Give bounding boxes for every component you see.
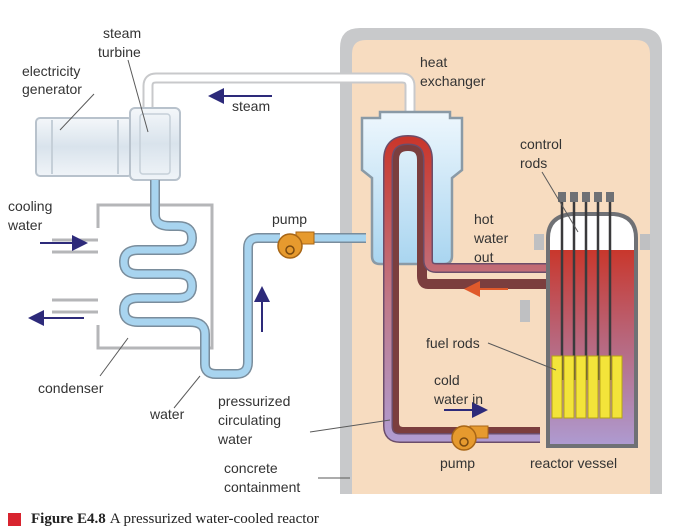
pump-bottom-label: pump: [440, 455, 475, 471]
heat-exchanger: [360, 110, 464, 266]
electricity-generator-label-2: generator: [22, 81, 82, 97]
steam-pipe: [142, 72, 416, 118]
figure-caption-text: A pressurized water-cooled reactor: [109, 510, 319, 527]
figure-label: Figure E4.8: [31, 510, 106, 527]
control-rods-label-2: rods: [520, 155, 547, 171]
cooling-water-label-2: water: [7, 217, 43, 233]
pressurized-label-2: circulating: [218, 412, 281, 428]
figure-caption: Figure E4.8 A pressurized water-cooled r…: [8, 509, 319, 529]
primary-loop: [383, 134, 548, 443]
labels: steam turbine electricity generator heat…: [7, 25, 617, 495]
electricity-generator: [35, 117, 133, 177]
reactor-vessel-label: reactor vessel: [530, 455, 617, 471]
electricity-generator-label-1: electricity: [22, 63, 80, 79]
steam-turbine-label-2: turbine: [98, 44, 141, 60]
concrete-containment-label-1: concrete: [224, 460, 278, 476]
heat-exchanger-label-2: exchanger: [420, 73, 486, 89]
pump-top-label: pump: [272, 211, 307, 227]
condenser-coil: [118, 180, 280, 379]
leader-lines: [59, 59, 579, 479]
concrete-containment-label-2: containment: [224, 479, 300, 495]
hot-water-out-label-3: out: [474, 249, 494, 265]
flow-arrows: [28, 88, 508, 418]
cold-water-in-label-2: water in: [433, 391, 483, 407]
reactor-diagram: steam turbine electricity generator heat…: [7, 25, 662, 495]
fuel-rods: [551, 355, 623, 419]
pump-bottom: [451, 425, 489, 451]
pump-top: [277, 231, 315, 259]
steam-arrow-label: steam: [232, 98, 270, 114]
heat-exchanger-label-1: heat: [420, 54, 447, 70]
condenser-label: condenser: [38, 380, 104, 396]
hot-water-out-label-2: water: [473, 230, 509, 246]
water-label: water: [149, 406, 185, 422]
pressurized-label-1: pressurized: [218, 393, 290, 409]
cold-water-in-label-1: cold: [434, 372, 460, 388]
control-rods-label-1: control: [520, 136, 562, 152]
fuel-rods-label: fuel rods: [426, 335, 480, 351]
hot-water-out-label-1: hot: [474, 211, 494, 227]
caption-marker: [8, 512, 21, 526]
steam-turbine: [129, 107, 181, 181]
pressurized-label-3: water: [217, 431, 253, 447]
control-rods: [558, 192, 614, 380]
steam-turbine-label-1: steam: [103, 25, 141, 41]
cooling-water-label-1: cooling: [8, 198, 52, 214]
